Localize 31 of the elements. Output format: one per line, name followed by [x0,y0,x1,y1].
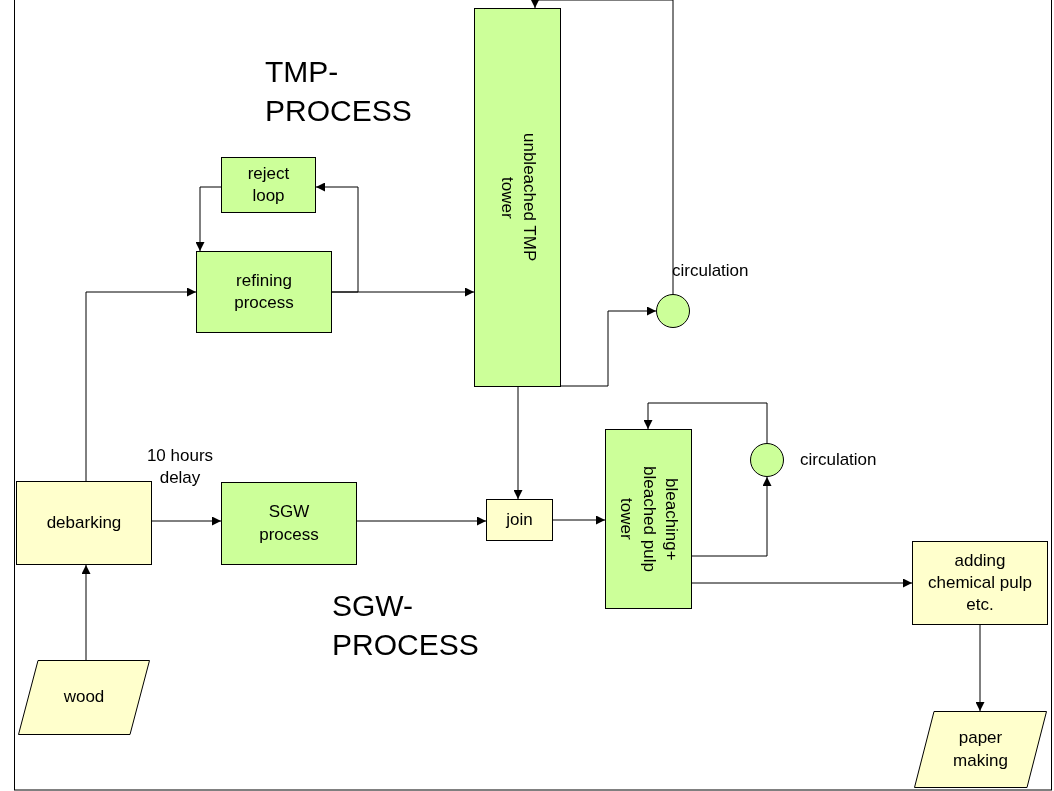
process-box: debarking [16,481,152,565]
arrow [151,516,222,526]
arrow [356,516,487,526]
arrow [315,182,359,293]
process-box: refining process [196,251,332,333]
process-box: join [486,499,553,541]
process-box: reject loop [221,157,316,213]
arrow [530,0,674,295]
circulation-circle [656,294,690,328]
tower-box: bleaching+ bleached pulp tower [605,429,692,609]
process-box: adding chemical pulp etc. [912,541,1048,625]
arrow [81,564,91,661]
circle-caption: circulation [672,260,749,282]
arrow [560,306,657,387]
arrow [513,386,523,500]
arrow [975,624,985,712]
input-parallelogram: wood [18,660,150,735]
arrow [85,287,197,482]
output-parallelogram: paper making [914,711,1047,788]
arrow [195,186,222,252]
arrow [691,476,772,557]
section-title: TMP- PROCESS [265,54,413,129]
circulation-circle [750,443,784,477]
tower-box: unbleached TMP tower [474,8,561,387]
process-box: SGW process [221,482,357,565]
arrow [691,578,913,588]
arrow [643,402,768,444]
arrow [552,515,606,525]
circle-caption: circulation [800,449,877,471]
section-title: SGW- PROCESS [332,588,480,663]
arrow [331,287,475,297]
